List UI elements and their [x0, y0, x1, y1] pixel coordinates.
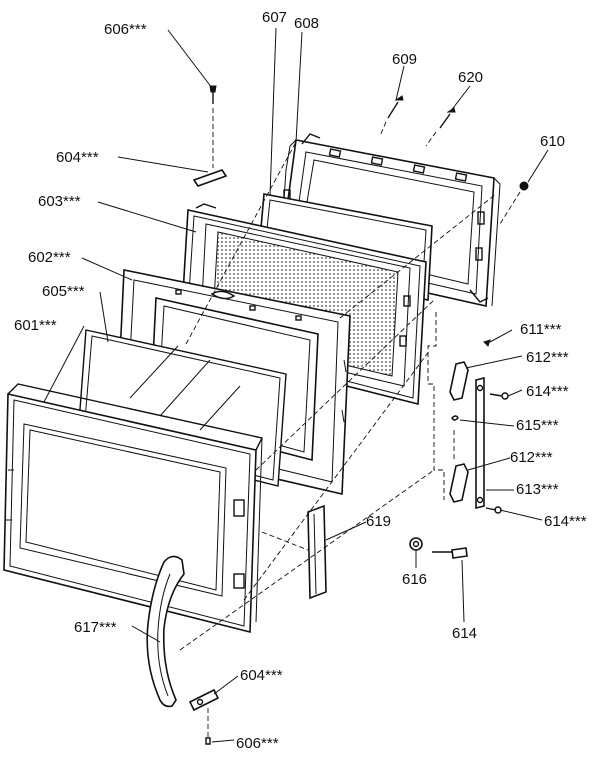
part-601-outer-door [3, 383, 264, 634]
label-614-lower: 614*** [544, 513, 587, 530]
part-604-top-hinge [192, 169, 228, 187]
label-616: 616 [402, 571, 427, 588]
part-604-bottom-hinge [188, 688, 220, 712]
label-604-top: 604*** [56, 149, 99, 166]
part-609-screw [379, 95, 404, 137]
label-609: 609 [392, 51, 417, 68]
label-613: 613*** [516, 481, 559, 498]
part-614-screw-upper [489, 392, 509, 400]
label-607: 607 [262, 9, 287, 26]
part-614-screw-lower [485, 506, 502, 514]
label-614-upper: 614*** [526, 383, 569, 400]
label-619: 619 [366, 513, 391, 530]
part-615-spring [451, 415, 459, 460]
label-606-top: 606*** [104, 21, 147, 38]
part-620-screw [425, 107, 456, 147]
label-614-bolt: 614 [452, 625, 477, 642]
label-611: 611*** [520, 321, 562, 338]
label-602: 602*** [28, 249, 71, 266]
part-611-latch-screw [483, 339, 491, 347]
part-613-latch-bar [475, 376, 485, 510]
part-614-bolt [432, 547, 468, 559]
label-608: 608 [294, 15, 319, 32]
part-617-handle [146, 555, 185, 708]
part-612-latch-upper [449, 361, 469, 401]
part-606-top-screw [209, 85, 217, 168]
part-612-latch-lower [449, 463, 469, 503]
label-612-lower: 612*** [510, 449, 553, 466]
part-619-cover-plate [307, 504, 327, 600]
label-603: 603*** [38, 193, 81, 210]
label-605: 605*** [42, 283, 85, 300]
label-606-bottom: 606*** [236, 735, 279, 752]
label-604-bottom: 604*** [240, 667, 283, 684]
part-labels: 606*** 604*** 603*** 602*** 605*** 601**… [14, 9, 587, 752]
label-615: 615*** [516, 417, 559, 434]
part-606-bottom-screw [205, 708, 211, 745]
label-620: 620 [458, 69, 483, 86]
label-610: 610 [540, 133, 565, 150]
part-616-nut [409, 537, 423, 551]
part-610-nut [499, 181, 529, 225]
label-612-upper: 612*** [526, 349, 569, 366]
leader-lines [43, 27, 549, 743]
label-617: 617*** [74, 619, 117, 636]
assembly-guide-lines [179, 141, 497, 651]
label-601: 601*** [14, 317, 57, 334]
